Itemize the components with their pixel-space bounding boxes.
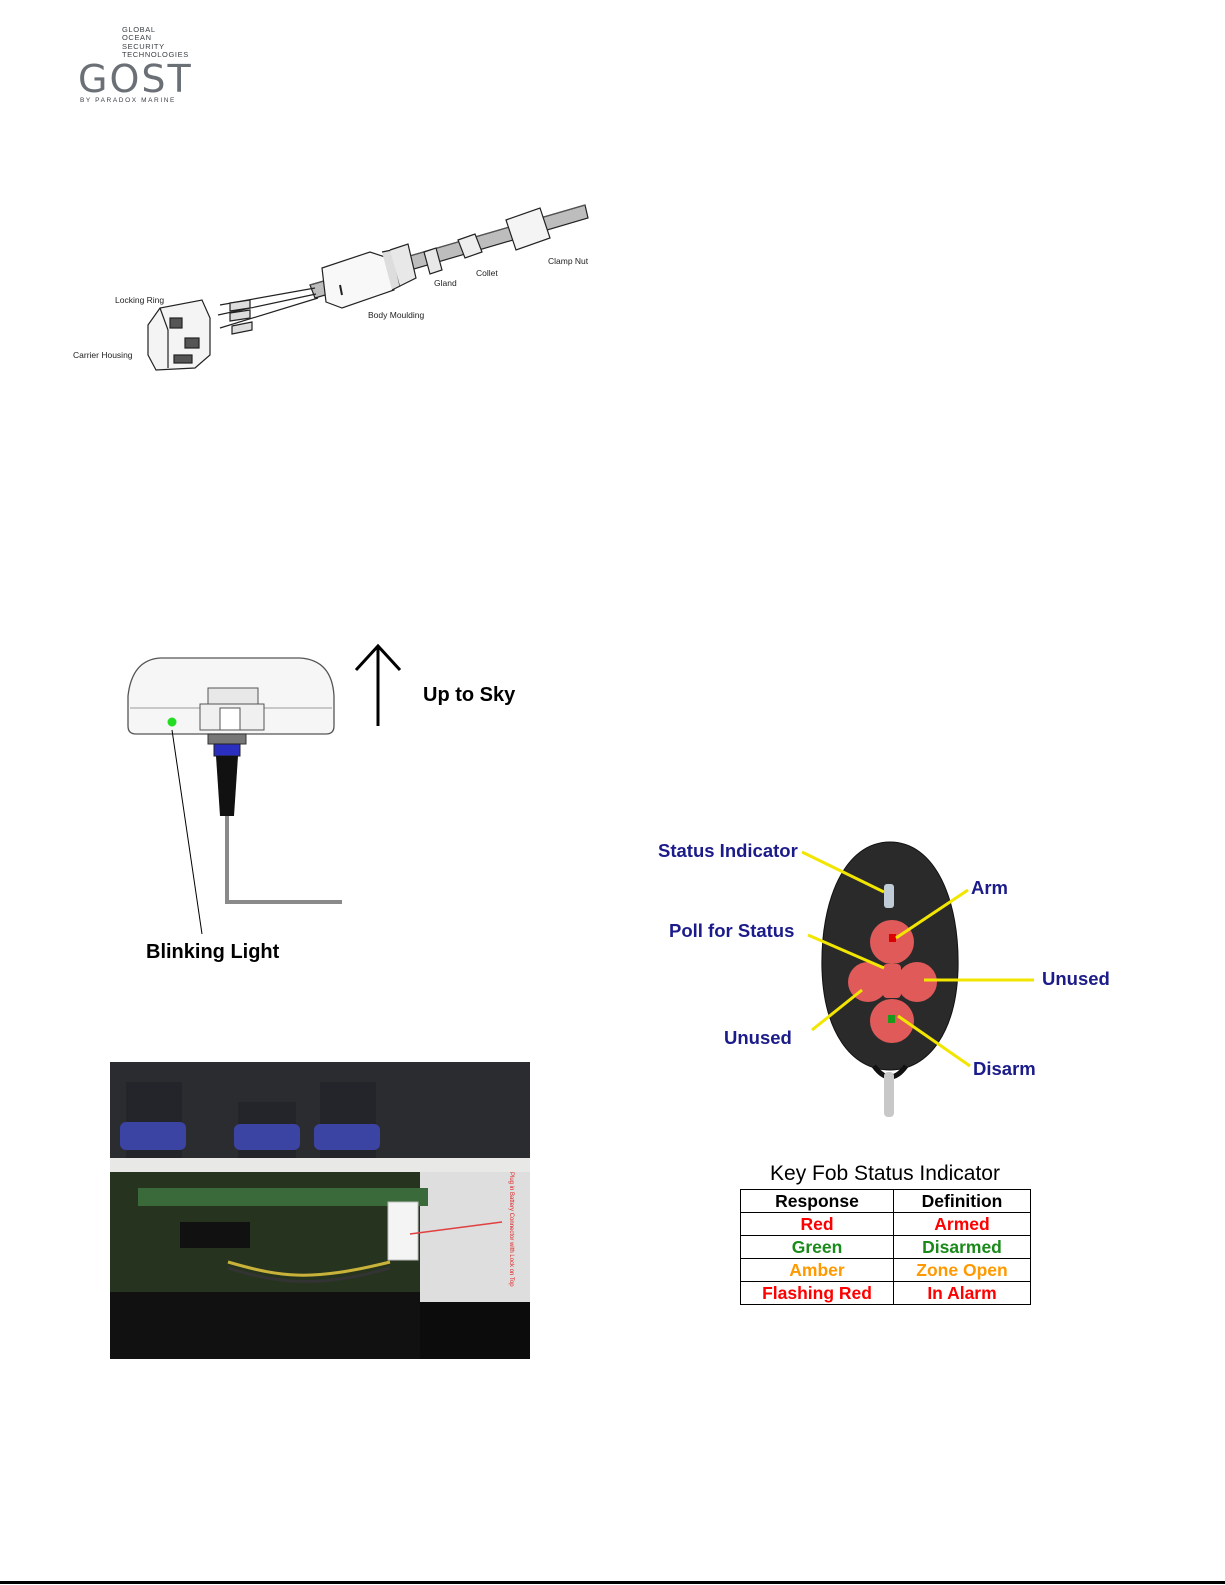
cell-response: Red (740, 1212, 894, 1236)
header-response: Response (740, 1189, 894, 1213)
label-carrier-housing: Carrier Housing (73, 350, 133, 360)
battery-connector-photo: Plug in Battery Connector with Lock on T… (110, 1062, 530, 1359)
gps-antenna-illustration (127, 643, 402, 935)
label-poll-for-status: Poll for Status (669, 920, 795, 941)
battery-connector-illustration: Plug in Battery Connector with Lock on T… (110, 1062, 530, 1359)
key-fob-illustration (801, 841, 1034, 1117)
label-blinking-light: Blinking Light (146, 941, 280, 963)
header-definition: Definition (893, 1189, 1031, 1213)
cell-response: Green (740, 1235, 894, 1259)
gost-logo: GLOBAL OCEAN SECURITY TECHNOLOGIES GOST … (78, 25, 208, 106)
cell-definition: Armed (893, 1212, 1031, 1236)
footer-rule (0, 1581, 1225, 1584)
table-header-row: Response Definition (740, 1189, 1031, 1213)
cell-response: Amber (740, 1258, 894, 1282)
label-unused-left: Unused (724, 1027, 792, 1048)
logo-byline: BY PARADOX MARINE (80, 97, 176, 104)
label-disarm: Disarm (973, 1058, 1036, 1079)
cell-definition: In Alarm (893, 1281, 1031, 1305)
table-row: Green Disarmed (740, 1235, 1031, 1259)
label-locking-ring: Locking Ring (115, 295, 165, 305)
logo-tagline-line: OCEAN (122, 33, 152, 43)
cell-definition: Zone Open (893, 1258, 1031, 1282)
label-unused-right: Unused (1042, 968, 1110, 989)
logo-wordmark: GOST (78, 57, 193, 101)
status-table: Response Definition Red Armed Green Disa… (740, 1189, 1031, 1305)
connector-exploded-diagram: Locking Ring Carrier Housing Body Mouldi… (70, 190, 590, 380)
label-clamp-nut: Clamp Nut (548, 256, 589, 266)
label-body-moulding: Body Moulding (368, 310, 425, 320)
logo-tagline: GLOBAL OCEAN SECURITY TECHNOLOGIES (122, 25, 189, 60)
label-gland: Gland (434, 278, 457, 288)
logo-tagline-line: TECHNOLOGIES (122, 50, 189, 60)
table-row: Red Armed (740, 1212, 1031, 1236)
label-up-to-sky: Up to Sky (423, 684, 516, 706)
cell-definition: Disarmed (893, 1235, 1031, 1259)
logo-tagline-line: GLOBAL (122, 25, 156, 34)
connector-illustration (147, 204, 589, 371)
label-collet: Collet (476, 268, 498, 278)
photo-note: Plug in Battery Connector with Lock on T… (508, 1172, 514, 1287)
key-fob-diagram: Status Indicator Arm Poll for Status Unu… (640, 830, 1130, 1130)
label-arm: Arm (971, 877, 1009, 898)
logo-tagline-line: SECURITY (122, 41, 165, 51)
label-status-indicator: Status Indicator (658, 840, 798, 861)
table-row: Flashing Red In Alarm (740, 1281, 1031, 1305)
status-table-title: Key Fob Status Indicator (770, 1162, 1000, 1185)
cell-response: Flashing Red (740, 1281, 894, 1305)
gps-antenna-diagram: Up to Sky Blinking Light (120, 630, 540, 970)
table-row: Amber Zone Open (740, 1258, 1031, 1282)
